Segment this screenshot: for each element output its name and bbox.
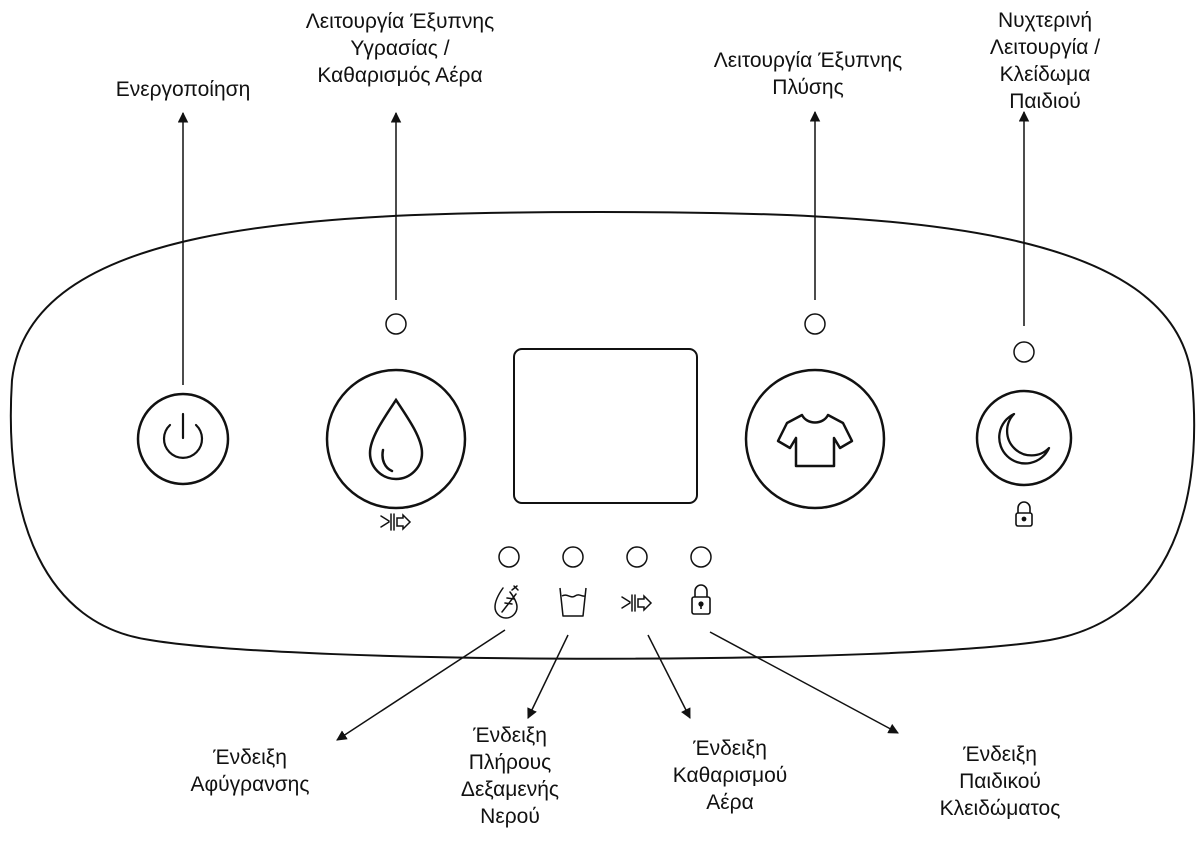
smart-humidity-label: Λειτουργία Έξυπνης Υγρασίας / Καθαρισμός…: [250, 8, 550, 89]
tank-full-indicator-label-line: Δεξαμενής: [460, 778, 560, 801]
air-clean-led: [626, 546, 648, 568]
smart-laundry-label: Λειτουργία Έξυπνης Πλύσης: [668, 47, 948, 101]
water-tank-icon: [559, 587, 587, 617]
night-mode-label-line: Παιδιού: [1009, 90, 1081, 113]
night-led: [1013, 341, 1035, 363]
tank-full-indicator-label-line: Ένδειξη: [473, 724, 547, 747]
night-mode-label-line: Κλείδωμα: [999, 63, 1091, 86]
smart-laundry-label-line: Λειτουργία Έξυπνης: [713, 49, 903, 72]
padlock-icon: [691, 584, 711, 615]
display-window: [513, 348, 698, 504]
night-mode-label-line: Λειτουργία /: [989, 36, 1101, 59]
child-lock-indicator-label: Ένδειξη Παιδικού Κλειδώματος: [900, 741, 1100, 822]
humidity-led: [385, 313, 407, 335]
smart-humidity-label-line: Υγρασίας /: [350, 37, 450, 60]
defrost-leader: [336, 629, 506, 741]
tank-full-indicator-label: Ένδειξη Πλήρους Δεξαμενής Νερού: [420, 722, 600, 830]
tank-full-indicator-label-line: Πλήρους: [468, 751, 552, 774]
padlock-icon: [1015, 501, 1033, 527]
air-clean-leader: [647, 634, 691, 719]
air-clean-indicator-label-line: Αέρα: [706, 791, 754, 814]
air-clean-indicator-label-line: Ένδειξη: [693, 737, 767, 760]
t-shirt-icon: [776, 413, 854, 468]
child-lock-indicator-label-line: Παιδικού: [959, 770, 1041, 793]
air-clean-indicator-label-line: Καθαρισμού: [672, 764, 788, 787]
defrost-icon: [494, 585, 519, 619]
defrost-indicator-label: Ένδειξη Αφύγρανσης: [160, 744, 340, 798]
tank-led: [562, 546, 584, 568]
smart-laundry-label-line: Πλύσης: [772, 76, 844, 99]
child-lock-led: [690, 546, 712, 568]
smart-laundry-button[interactable]: [744, 368, 886, 510]
smart-humidity-button[interactable]: [325, 368, 467, 510]
child-lock-indicator-label-line: Ένδειξη: [963, 743, 1037, 766]
power-button[interactable]: [136, 392, 230, 486]
moon-icon: [998, 412, 1051, 465]
child-lock-leader: [709, 631, 899, 734]
tank-full-indicator-label-line: Νερού: [480, 805, 540, 828]
night-mode-label: Νυχτερινή Λειτουργία / Κλείδωμα Παιδιού: [945, 7, 1145, 115]
smart-humidity-label-line: Λειτουργία Έξυπνης: [305, 10, 495, 33]
laundry-led: [804, 313, 826, 335]
tank-leader: [527, 634, 569, 719]
air-filter-icon: [380, 513, 412, 531]
defrost-indicator-label-line: Αφύγρανσης: [190, 773, 310, 796]
water-drop-icon: [368, 397, 424, 481]
air-filter-icon: [621, 594, 653, 612]
defrost-led: [498, 546, 520, 568]
air-clean-indicator-label: Ένδειξη Καθαρισμού Αέρα: [630, 735, 830, 816]
power-label-line: Ενεργοποίηση: [115, 78, 251, 101]
power-label: Ενεργοποίηση: [58, 76, 308, 103]
night-mode-button[interactable]: [975, 389, 1073, 487]
power-icon: [162, 412, 204, 459]
child-lock-indicator-label-line: Κλειδώματος: [939, 797, 1061, 820]
smart-humidity-label-line: Καθαρισμός Αέρα: [317, 64, 483, 87]
panel-outline: [9, 210, 1196, 660]
defrost-indicator-label-line: Ένδειξη: [213, 746, 287, 769]
night-mode-label-line: Νυχτερινή: [997, 9, 1093, 32]
